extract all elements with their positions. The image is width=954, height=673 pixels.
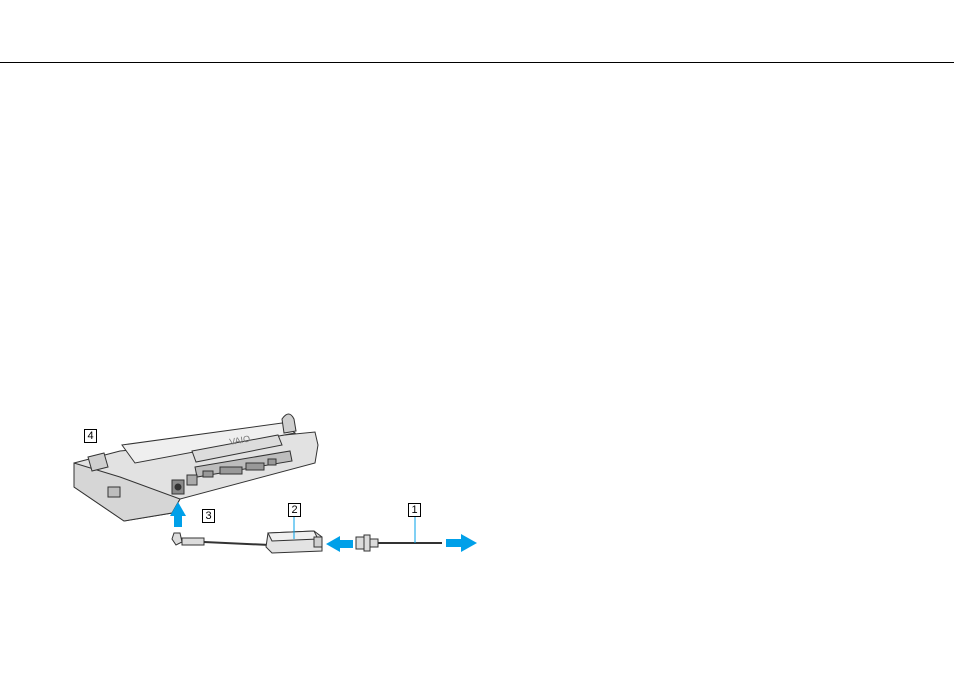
dc-cable bbox=[204, 542, 270, 545]
callout-3: 3 bbox=[202, 509, 215, 523]
callout-4: 4 bbox=[84, 429, 97, 443]
docking-station-illustration: VAIO bbox=[60, 405, 490, 580]
header-rule bbox=[0, 62, 954, 63]
arrow-left-icon bbox=[326, 536, 353, 552]
callout-2: 2 bbox=[288, 503, 301, 517]
dc-plug bbox=[172, 533, 204, 545]
arrow-right-icon bbox=[446, 534, 477, 552]
docking-station bbox=[74, 414, 318, 521]
callout-1: 1 bbox=[408, 503, 421, 517]
power-cord-plug bbox=[356, 535, 378, 551]
